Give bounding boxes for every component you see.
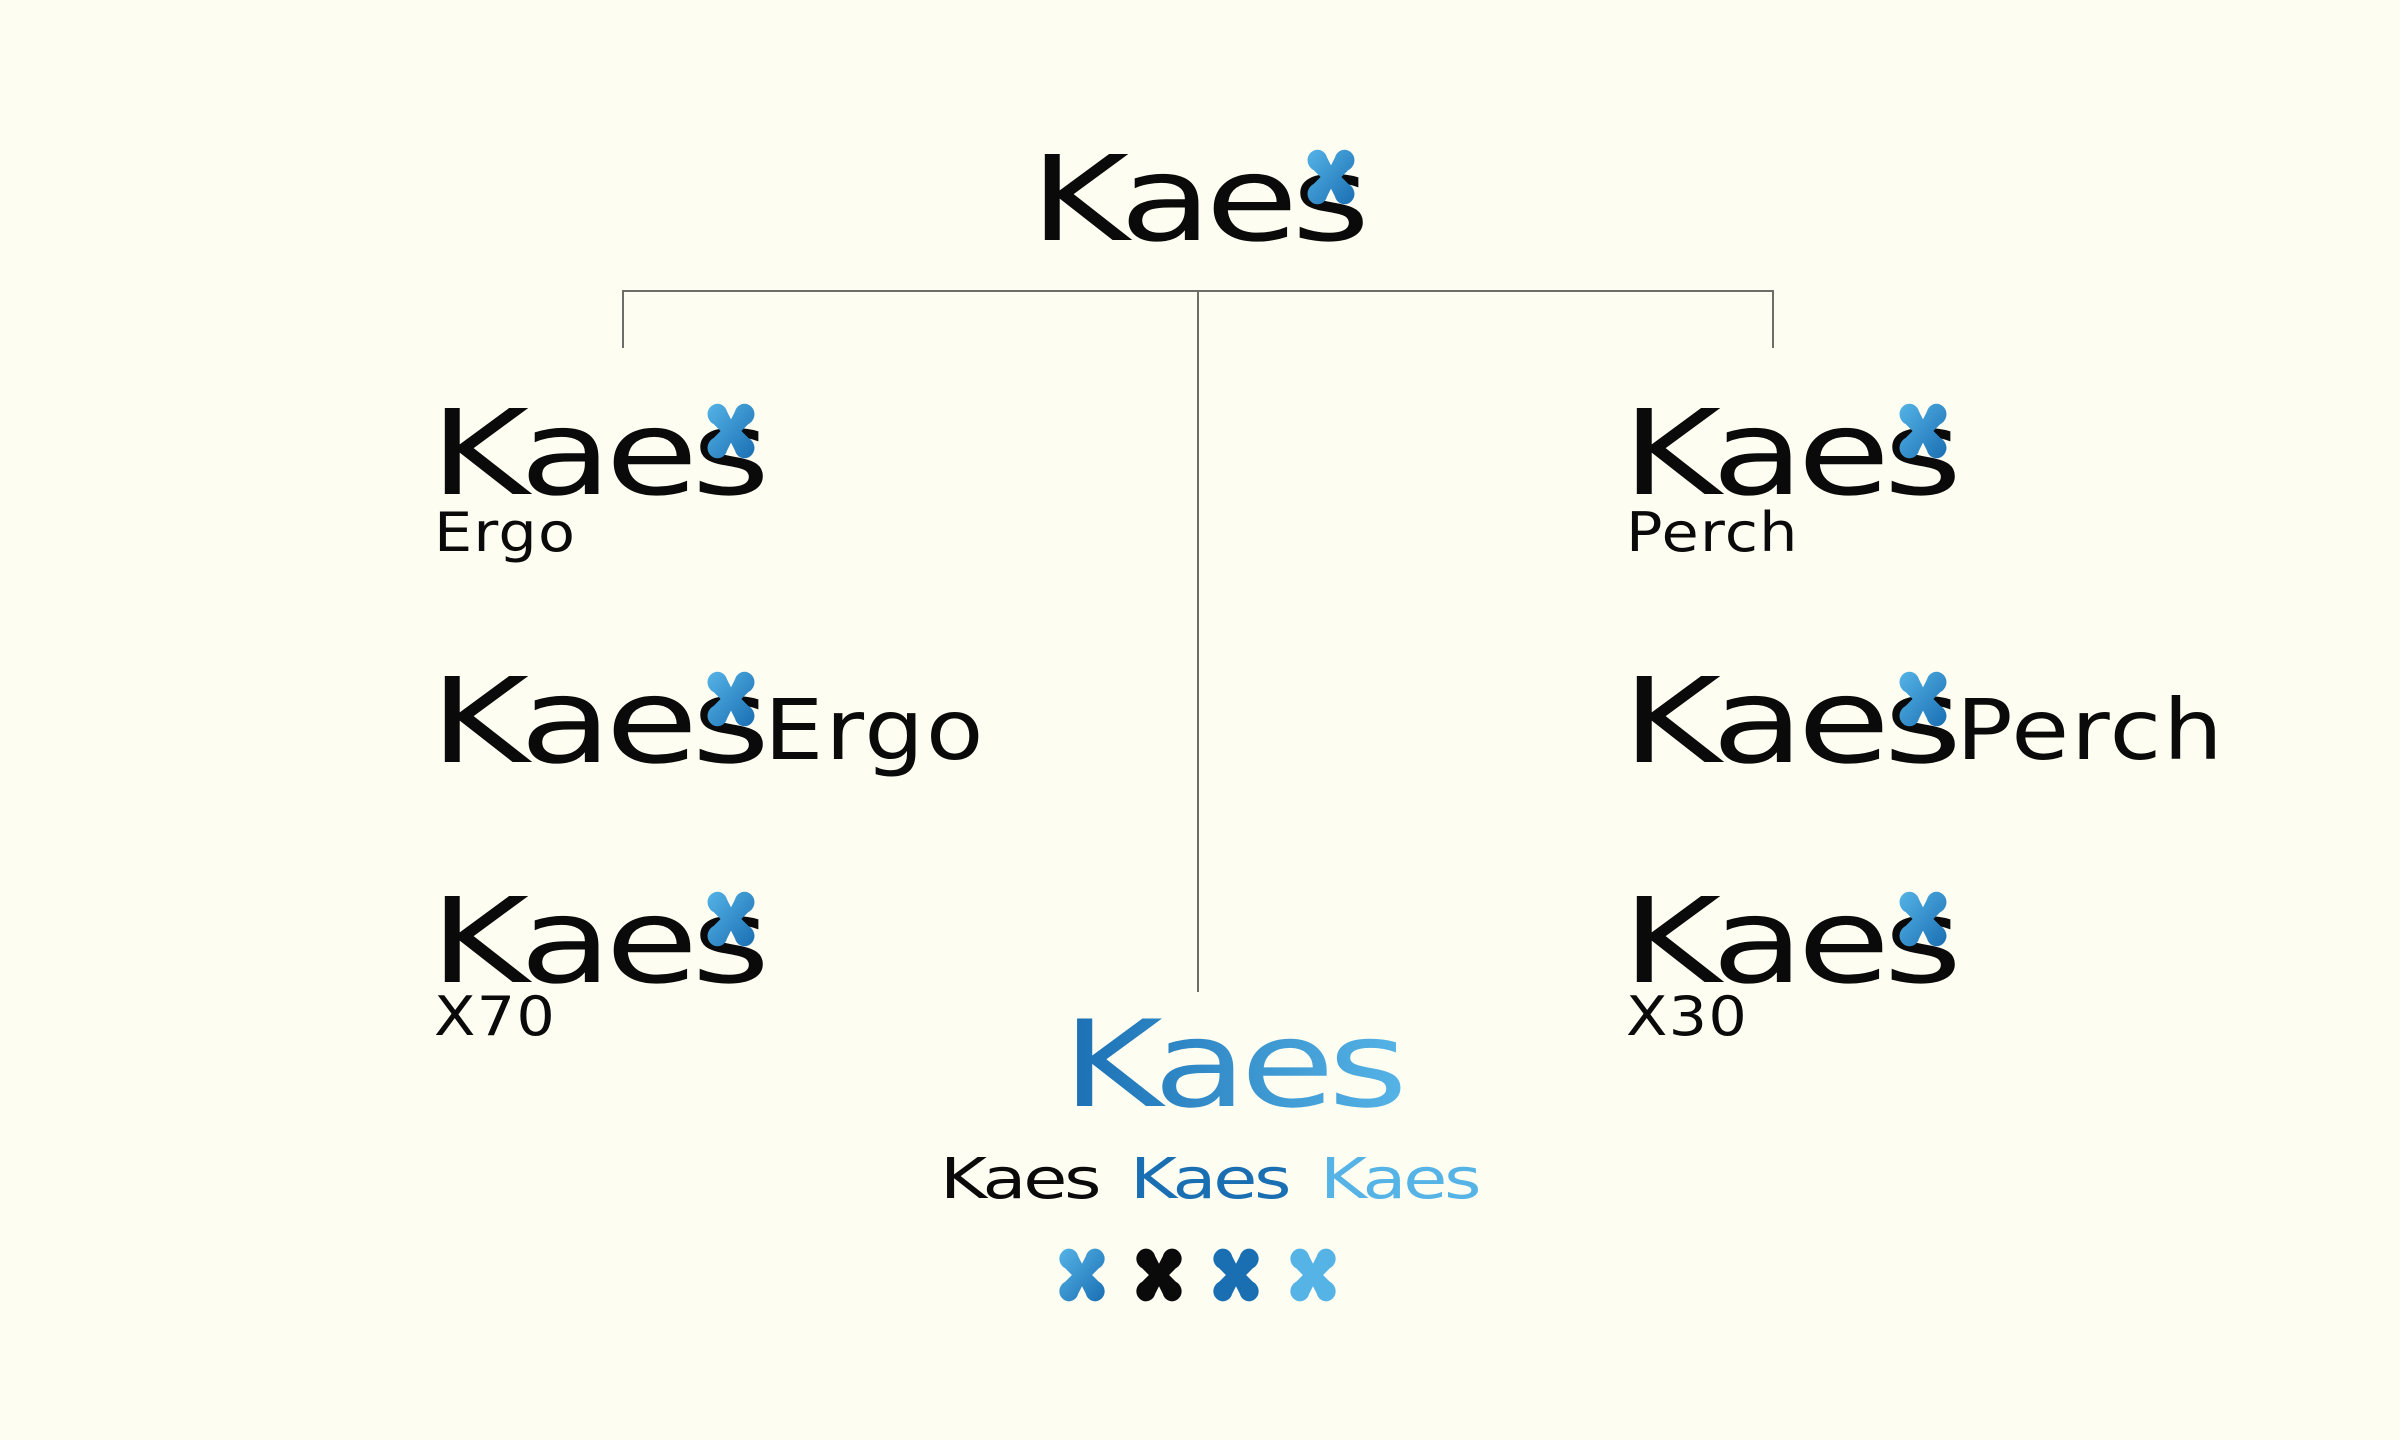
perch-inline-logo: Kaes Perch: [1622, 662, 2223, 780]
cross-gradient-icon: [702, 670, 760, 728]
cross-gradient-icon: [702, 890, 760, 948]
variant-light-blue-wordmark: Kaes: [1320, 1152, 1481, 1208]
cross-black-icon: [1131, 1247, 1187, 1303]
tree-left-drop-line: [622, 290, 624, 348]
cross-gradient-icon: [1054, 1247, 1110, 1303]
cross-gradient-icon: [1894, 670, 1952, 728]
hero-wordmark: Kaes: [1062, 996, 1408, 1135]
perch-stacked-logo: Kaes Perch: [1622, 394, 1962, 560]
variant-black-text: Kaes: [940, 1147, 1101, 1212]
x70-logo: Kaes X70: [430, 882, 770, 1044]
tree-right-drop-line: [1772, 290, 1774, 348]
cross-gradient-icon: [1894, 402, 1952, 460]
cross-gradient-icon: [1894, 890, 1952, 948]
variant-black-wordmark: Kaes: [940, 1152, 1101, 1208]
cross-light-blue-icon: [1285, 1247, 1341, 1303]
root-logo: Kaes: [1030, 140, 1370, 258]
cross-gradient-icon: [1302, 148, 1360, 206]
perch-inline-sublabel: Perch: [1956, 681, 2225, 779]
cross-gradient-icon: [702, 402, 760, 460]
cross-blue-icon: [1208, 1247, 1264, 1303]
variant-light-blue-text: Kaes: [1320, 1147, 1481, 1212]
tree-center-trunk-line: [1197, 290, 1199, 992]
ergo-stacked-sublabel: Ergo: [434, 501, 577, 564]
variant-blue-text: Kaes: [1130, 1147, 1291, 1212]
ergo-stacked-logo: Kaes Ergo: [430, 394, 770, 560]
x70-sublabel: X70: [434, 985, 557, 1048]
x30-sublabel: X30: [1626, 985, 1749, 1048]
perch-stacked-sublabel: Perch: [1626, 501, 1799, 564]
ergo-inline-logo: Kaes Ergo: [430, 662, 983, 780]
x30-logo: Kaes X30: [1622, 882, 1962, 1044]
hero-wordmark-logo: Kaes: [1062, 1006, 1408, 1126]
ergo-inline-sublabel: Ergo: [764, 681, 986, 779]
variant-blue-wordmark: Kaes: [1130, 1152, 1291, 1208]
